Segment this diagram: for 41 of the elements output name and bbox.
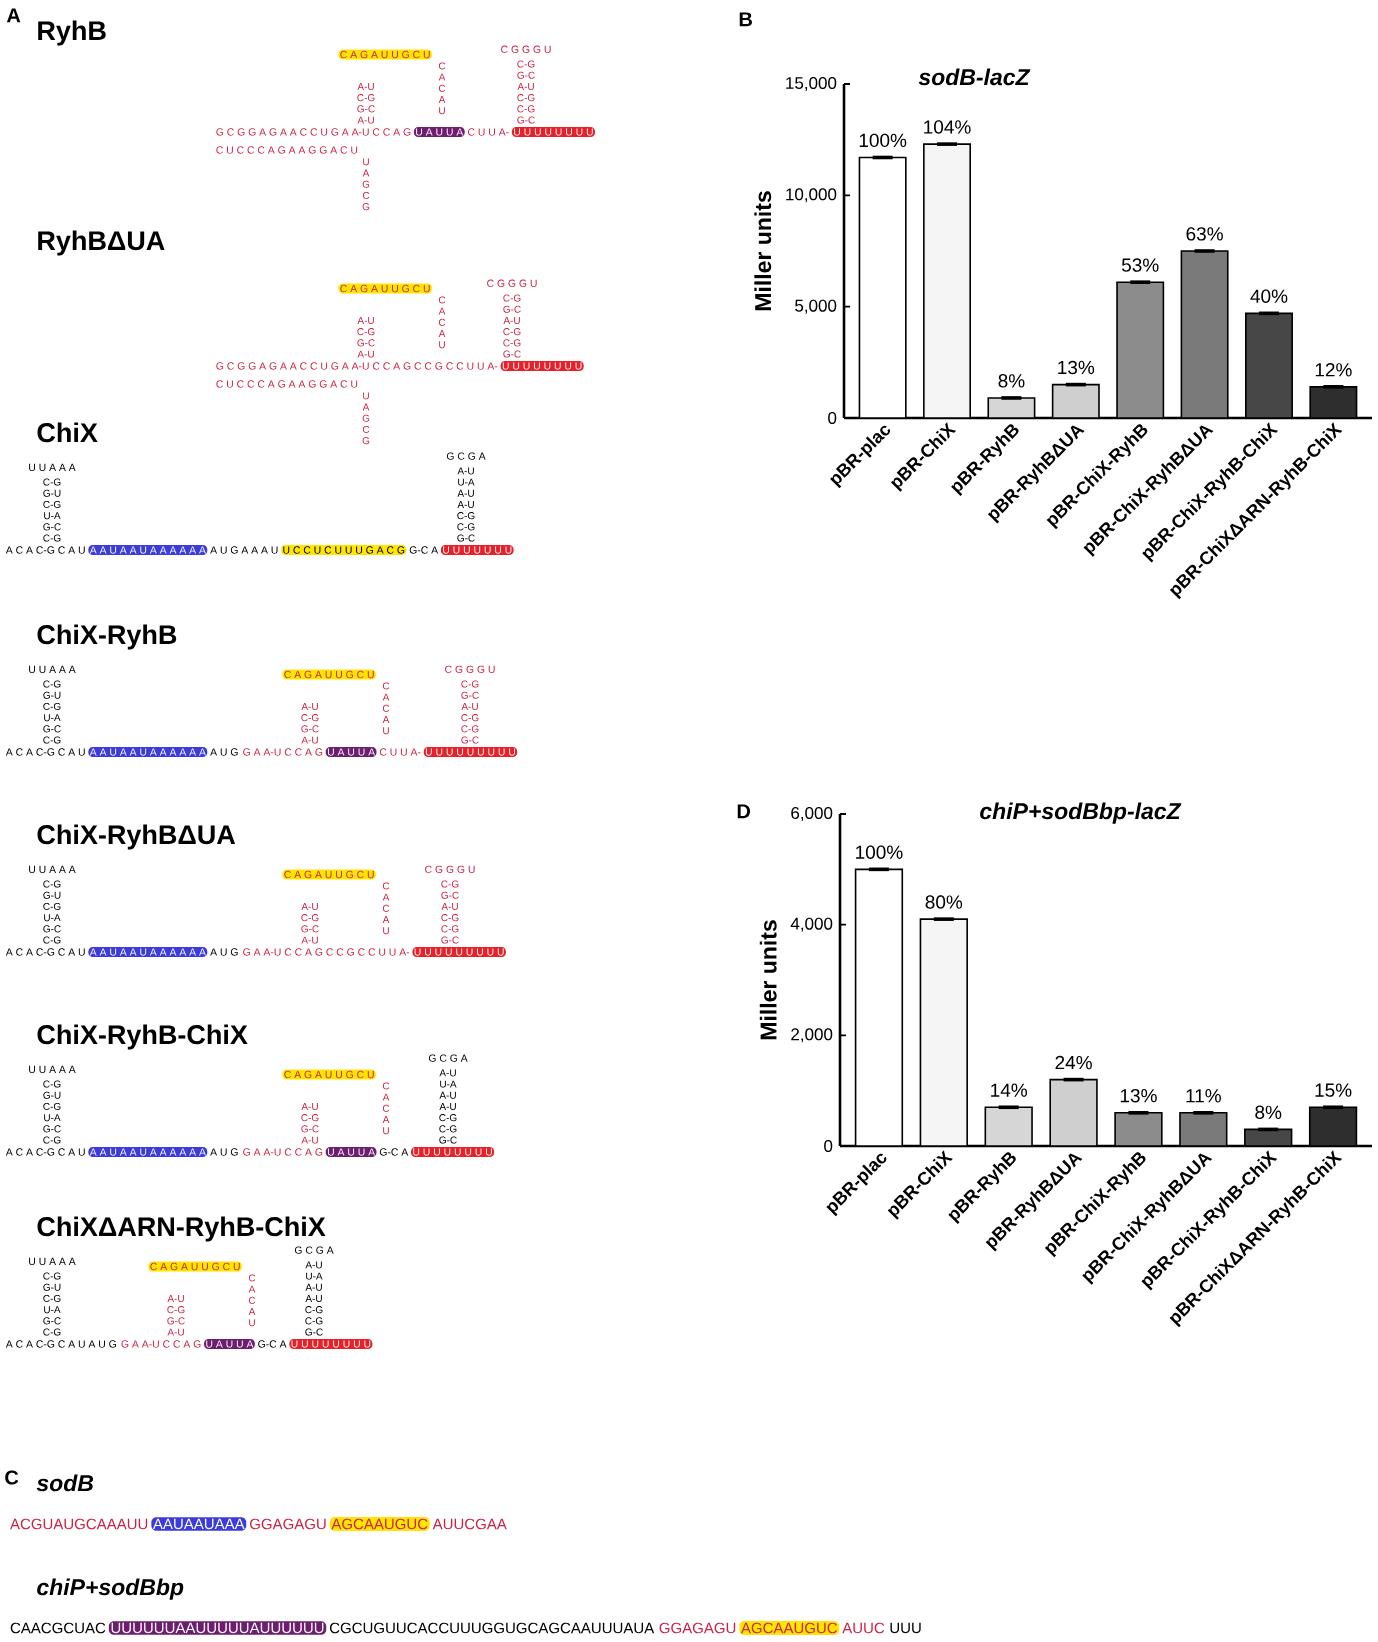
construct-title: ChiX xyxy=(37,422,98,443)
construct-title: RyhB xyxy=(38,20,106,46)
value-label: 63% xyxy=(1186,227,1223,241)
value-label: 12% xyxy=(1315,363,1352,377)
chart-title: chiP+sodBbp-lacZ xyxy=(980,802,1182,824)
y-axis-title: Miller units xyxy=(759,920,777,1040)
panel-letter: B xyxy=(739,12,752,27)
value-label: 40% xyxy=(1250,289,1288,303)
value-label: 8% xyxy=(998,374,1025,388)
value-label: 8% xyxy=(1255,1105,1282,1119)
value-label: 24% xyxy=(1055,1055,1092,1070)
panel-letter: A xyxy=(6,8,21,23)
value-label: 13% xyxy=(1058,360,1095,375)
y-tick-label: 0 xyxy=(824,1140,833,1153)
chart-title: sodB-lacZ xyxy=(918,68,1031,86)
y-tick-label: 15,000 xyxy=(786,77,837,92)
construct-title: RyhBΔUA xyxy=(38,230,165,256)
panel-letter: C xyxy=(5,1470,19,1485)
y-tick-label: 0 xyxy=(828,412,837,425)
sequence-title: chiP+sodBbp xyxy=(37,1578,184,1600)
value-label: 13% xyxy=(1120,1088,1157,1103)
value-label: 104% xyxy=(924,120,971,134)
panel-letter: D xyxy=(737,804,750,819)
sequence-title: sodB xyxy=(36,1474,94,1492)
construct-title: ChiX-RyhB xyxy=(37,624,177,650)
value-label: 15% xyxy=(1315,1083,1352,1097)
value-label: 14% xyxy=(991,1083,1027,1097)
y-axis-title: Miller units xyxy=(754,191,772,311)
y-tick-label: 2,000 xyxy=(791,1028,833,1043)
y-tick-label: 4,000 xyxy=(790,917,833,932)
construct-title: ChiX-RyhB-ChiX xyxy=(37,1024,248,1050)
y-tick-label: 6,000 xyxy=(791,807,833,822)
value-label: 11% xyxy=(1186,1089,1221,1103)
value-label: 53% xyxy=(1121,258,1159,272)
construct-title: ChiX-RyhBΔUA xyxy=(37,824,236,850)
value-label: 100% xyxy=(859,133,907,148)
y-tick-label: 5,000 xyxy=(795,299,837,314)
y-tick-label: 10,000 xyxy=(786,188,837,203)
value-label: 80% xyxy=(925,895,963,909)
construct-title: ChiXΔARN-RyhB-ChiX xyxy=(37,1216,326,1242)
value-label: 100% xyxy=(856,845,903,859)
